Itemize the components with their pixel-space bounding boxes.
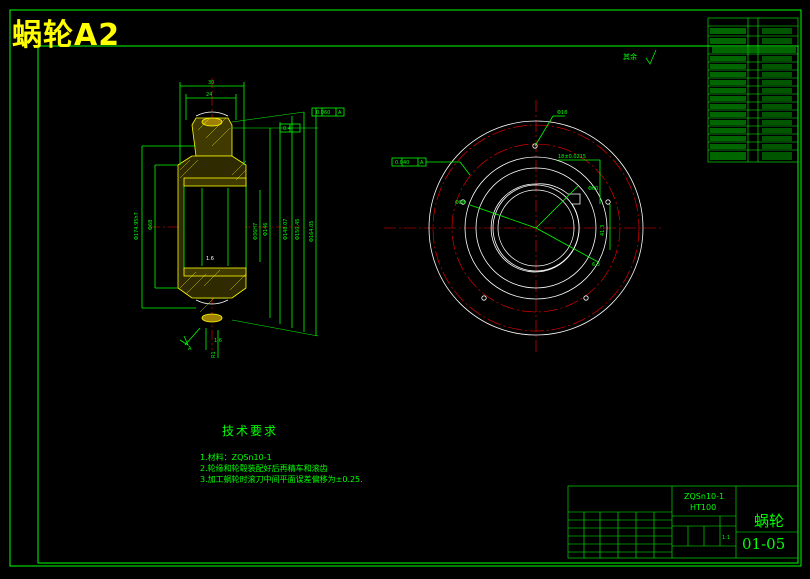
parameter-table <box>707 17 799 163</box>
svg-text:Φ60: Φ60 <box>588 186 598 192</box>
svg-text:0.040: 0.040 <box>395 160 409 166</box>
requirement-item-2: 2.轮缘和轮毂装配好后再精车和滚齿 <box>200 464 328 473</box>
svg-text:6.3: 6.3 <box>592 262 600 268</box>
inner-frame <box>37 45 799 564</box>
requirement-item-1: 1.材料：ZQSn10-1 <box>200 453 272 462</box>
requirement-item-3: 3.加工蜗轮时滚刀中间平面误差偏移为±0.25. <box>200 475 363 484</box>
section-dim-texts: 30 24 Φ174.95h7 Φ68 Φ36H7 Φ146 Φ148.07 Φ… <box>134 80 342 358</box>
front-view <box>384 100 662 352</box>
material-line-1: ZQSn10-1 <box>684 492 725 501</box>
svg-text:A: A <box>420 160 424 166</box>
title-block <box>567 485 799 559</box>
sheet-title: 蜗轮A2 <box>12 18 121 53</box>
svg-text:Φ68: Φ68 <box>148 220 154 230</box>
svg-text:41.3: 41.3 <box>600 225 606 236</box>
scale-value: 1:1 <box>722 535 731 541</box>
roughness-label: 其余 <box>623 53 637 61</box>
part-name: 蜗轮 <box>754 512 785 530</box>
svg-text:1.6: 1.6 <box>214 338 222 344</box>
svg-text:0.4: 0.4 <box>283 126 291 132</box>
svg-text:A: A <box>338 110 342 116</box>
svg-text:30: 30 <box>208 80 214 86</box>
material-line-2: HT100 <box>690 503 717 512</box>
keyway-label: 18±0.0215 <box>558 154 586 160</box>
svg-text:1.6: 1.6 <box>206 256 214 262</box>
svg-text:24: 24 <box>206 92 212 98</box>
drawing-number: 01-05 <box>742 535 786 553</box>
svg-text:A: A <box>188 346 192 352</box>
svg-text:0.060: 0.060 <box>316 110 330 116</box>
svg-text:R1: R1 <box>211 351 217 358</box>
svg-text:Φ146: Φ146 <box>263 223 269 236</box>
outer-frame <box>9 9 802 567</box>
requirements-heading: 技术要求 <box>222 424 279 438</box>
svg-text:Φ174.95h7: Φ174.95h7 <box>134 212 140 240</box>
svg-text:Φ150.45: Φ150.45 <box>295 219 301 240</box>
pcd-hole-label: Φ18 <box>557 110 567 116</box>
svg-text:Φ164.05: Φ164.05 <box>309 221 315 242</box>
section-view <box>141 78 345 358</box>
front-dim-texts: Φ18 18±0.0215 0.040 A Φ88 Φ60 41.3 6.3 <box>395 110 606 268</box>
parameter-table-fill <box>710 28 796 160</box>
svg-text:Φ88: Φ88 <box>455 200 465 206</box>
svg-text:Φ36H7: Φ36H7 <box>253 223 259 240</box>
svg-text:Φ148.07: Φ148.07 <box>283 219 289 240</box>
roughness-symbol <box>645 49 657 65</box>
